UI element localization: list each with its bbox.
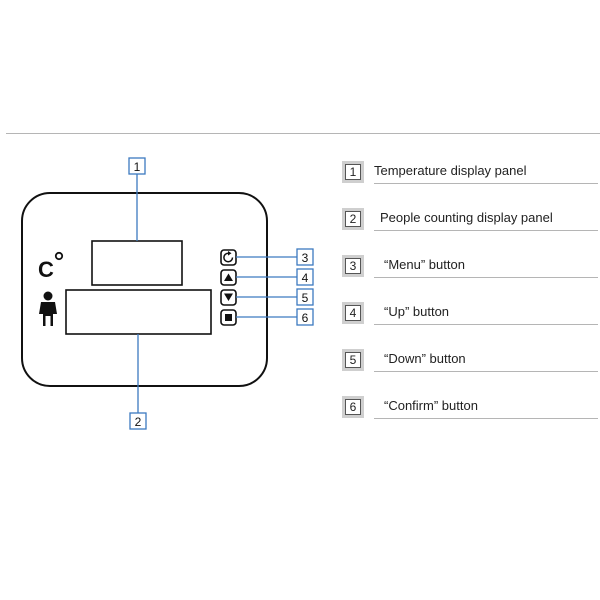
legend-number-badge: 4 (342, 302, 364, 324)
legend-number-badge: 2 (342, 208, 364, 230)
callout-1: 1 (128, 157, 146, 175)
legend-label: “Menu” button (384, 257, 465, 272)
legend-number-badge: 5 (342, 349, 364, 371)
up-button (220, 269, 237, 286)
svg-text:2: 2 (135, 415, 142, 429)
temperature-display-panel (91, 240, 183, 286)
people-counting-display-panel (65, 289, 212, 335)
legend-underline (374, 418, 598, 419)
down-button (220, 289, 237, 306)
legend-underline (374, 277, 598, 278)
legend-number-badge: 1 (342, 161, 364, 183)
legend-underline (374, 230, 598, 231)
legend-underline (374, 371, 598, 372)
menu-button (220, 249, 237, 266)
callout-3: 3 (296, 248, 314, 266)
legend-label: Temperature display panel (374, 163, 527, 178)
legend-label: “Down” button (384, 351, 466, 366)
person-icon (39, 291, 57, 326)
callout-lines (136, 174, 297, 413)
confirm-button (220, 309, 237, 326)
callout-4: 4 (296, 268, 314, 286)
legend-item: 3 “Menu” button (342, 255, 598, 302)
legend-item: 4 “Up” button (342, 302, 598, 349)
legend-label: People counting display panel (380, 210, 553, 225)
legend-number-badge: 3 (342, 255, 364, 277)
legend-item: 2 People counting display panel (342, 208, 598, 255)
square-stop-icon (225, 314, 232, 321)
callout-6: 6 (296, 308, 314, 326)
svg-text:5: 5 (302, 291, 309, 305)
refresh-icon (223, 252, 234, 263)
legend-label: “Up” button (384, 304, 450, 319)
legend-item: 5 “Down” button (342, 349, 598, 396)
legend-label: “Confirm” button (384, 398, 478, 413)
svg-text:6: 6 (302, 311, 309, 325)
legend-number-badge: 6 (342, 396, 364, 418)
callout-5: 5 (296, 288, 314, 306)
legend-item: 1 Temperature display panel (342, 161, 598, 208)
triangle-up-icon (224, 273, 233, 281)
legend: 1 Temperature display panel 2 People cou… (342, 161, 598, 443)
legend-item: 6 “Confirm” button (342, 396, 598, 443)
callout-2: 2 (129, 412, 147, 430)
degree-icon (54, 251, 64, 261)
legend-underline (374, 183, 598, 184)
triangle-down-icon (224, 293, 233, 301)
celsius-symbol: C (38, 257, 54, 282)
top-divider (6, 133, 600, 134)
legend-underline (374, 324, 598, 325)
svg-text:4: 4 (302, 271, 309, 285)
svg-text:3: 3 (302, 251, 309, 265)
svg-text:1: 1 (134, 160, 141, 174)
